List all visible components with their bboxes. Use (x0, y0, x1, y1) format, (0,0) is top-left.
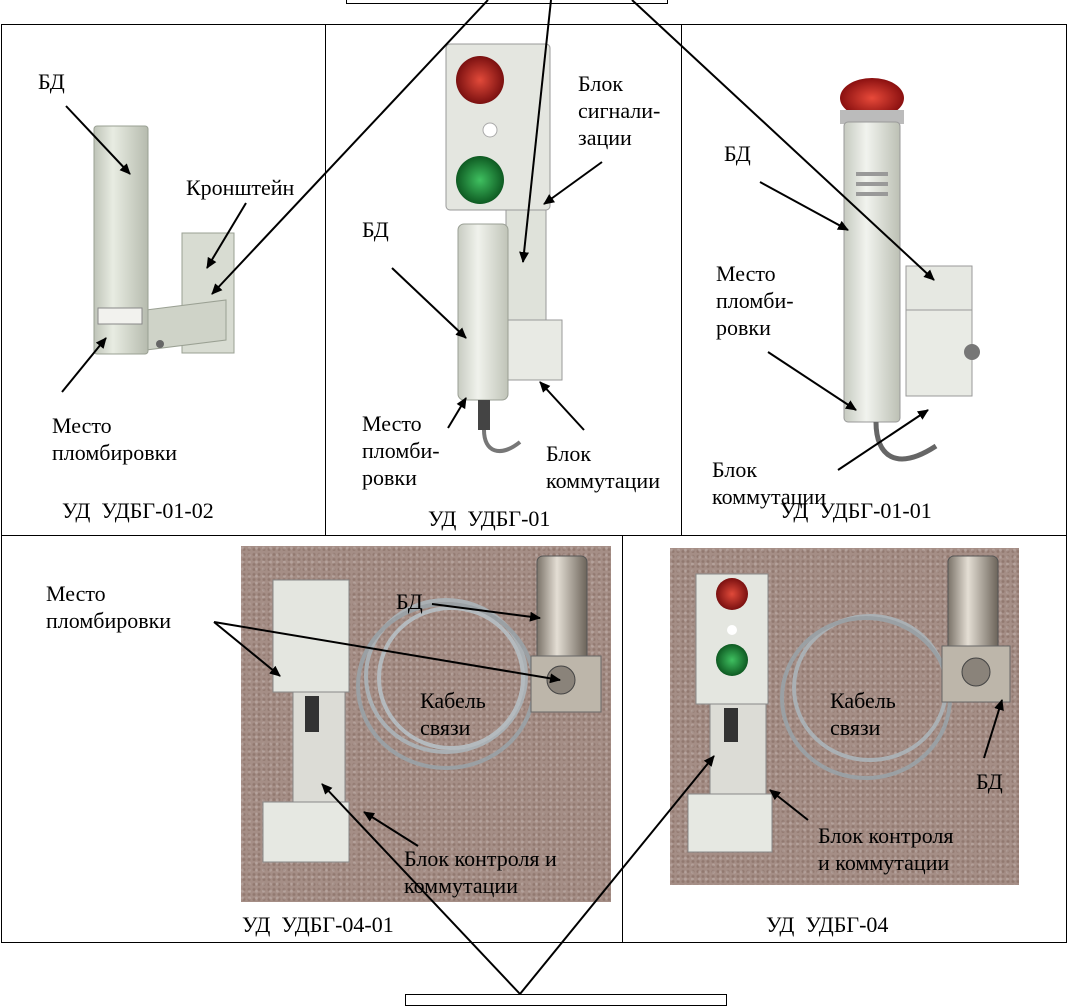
divider-3 (622, 535, 623, 943)
label-control-4: Блок контроля и коммутации (404, 846, 557, 898)
photo-udbg-01 (440, 42, 576, 466)
photo-udbg-01-01 (836, 76, 980, 476)
label-seal-3: Место пломби- ровки (716, 261, 794, 340)
caption-udbg-01-01: УД УДБГ-01-01 (780, 498, 932, 523)
bottom-callout-box (405, 994, 727, 1006)
label-cable-5: Кабель связи (830, 688, 896, 740)
photo-udbg-01-02 (76, 118, 244, 380)
label-seal-1: Место пломбировки (52, 413, 178, 465)
top-callout-box (346, 0, 668, 4)
label-switch-2: Блок коммутации (546, 441, 660, 493)
divider-2 (681, 24, 682, 536)
label-bd-3: БД (724, 141, 751, 166)
label-bd-1: БД (38, 69, 65, 94)
caption-udbg-04-01: УД УДБГ-04-01 (242, 912, 394, 937)
caption-udbg-04: УД УДБГ-04 (766, 912, 889, 937)
label-signal-block: Блок сигнали- зации (578, 71, 661, 150)
label-bd-4: БД (396, 589, 423, 614)
caption-udbg-01: УД УДБГ-01 (428, 506, 551, 531)
label-control-5: Блок контроля и коммутации (818, 823, 954, 875)
label-seal-4: Место пломбировки (46, 581, 172, 633)
label-switch-3: Блок коммутации (712, 457, 826, 509)
label-bracket: Кронштейн (186, 175, 295, 200)
caption-udbg-01-02: УД УДБГ-01-02 (62, 498, 214, 523)
label-bd-5: БД (976, 769, 1003, 794)
label-seal-2: Место пломби- ровки (362, 411, 440, 490)
label-cable-4: Кабель связи (420, 688, 486, 740)
divider-1 (325, 24, 326, 536)
label-bd-2: БД (362, 217, 389, 242)
photo-udbg-04 (670, 548, 1019, 885)
